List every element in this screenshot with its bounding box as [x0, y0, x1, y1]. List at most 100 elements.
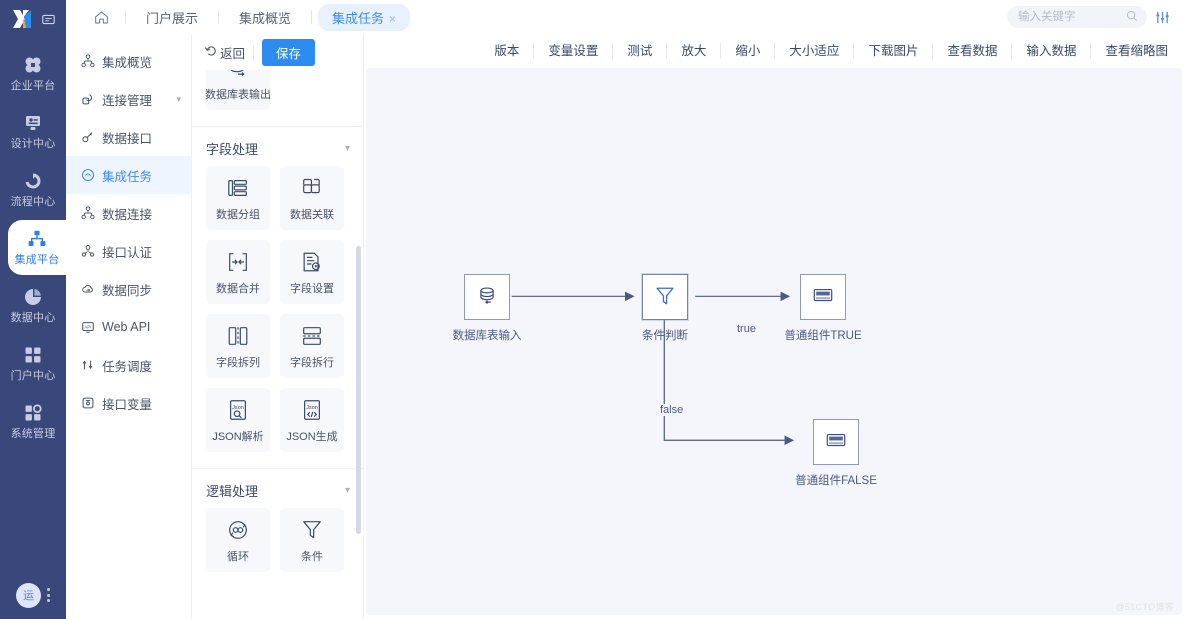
menu-item-label: 任务调度	[102, 359, 153, 374]
top-bar-actions	[1007, 6, 1184, 28]
toolbar-input-data[interactable]: 输入数据	[1012, 43, 1092, 59]
flow-node-box[interactable]	[813, 419, 859, 465]
toolbar-version[interactable]: 版本	[480, 43, 535, 59]
rail-item-label: 流程中心	[10, 196, 56, 208]
flow-node-db-input[interactable]: 数据库表输入	[453, 274, 556, 343]
field-settings-icon	[300, 249, 324, 275]
chevron-down-icon[interactable]: ▾	[176, 93, 181, 104]
tab-overview[interactable]: 集成概览	[239, 10, 292, 26]
search-box[interactable]	[1007, 6, 1147, 28]
toolbar-view-thumbnail[interactable]: 查看缩略图	[1105, 44, 1168, 58]
cloud-sync-icon	[80, 282, 95, 297]
palette-scroll-area[interactable]: 数据库表输出 字段处理 ▾ 数据分组 数据关联 数据合并	[192, 70, 363, 619]
divider	[311, 10, 313, 24]
logo-mark-icon	[13, 10, 31, 28]
palette-node-split-row[interactable]: 字段拆行	[280, 314, 344, 378]
dots-vertical-icon[interactable]	[47, 588, 50, 602]
design-board-icon	[23, 112, 43, 134]
toolbar-variable-settings[interactable]: 变量设置	[534, 43, 614, 59]
flow-circle-icon	[23, 170, 43, 192]
palette-node-label: 字段拆行	[290, 356, 334, 369]
app-logo[interactable]	[0, 2, 66, 36]
split-column-icon	[226, 323, 250, 349]
toolbar-download-image[interactable]: 下载图片	[854, 43, 934, 59]
filter-icon	[653, 284, 677, 311]
tab-integration-task[interactable]: 集成任务×	[318, 3, 411, 31]
toolbar-fit-size[interactable]: 大小适应	[775, 43, 855, 59]
palette-node-loop[interactable]: 循环	[206, 508, 270, 572]
flow-node-label: 普通组件TRUE	[784, 330, 862, 342]
search-icon[interactable]	[1126, 10, 1138, 25]
node-palette: 返回 保存 数据库表输出 字段处理 ▾	[192, 34, 364, 619]
tab-portal[interactable]: 门户展示	[146, 10, 199, 26]
flow-node-box[interactable]	[800, 274, 846, 320]
menu-item-data-interface[interactable]: 数据接口	[66, 118, 191, 156]
menu-item-web-api[interactable]: API Web API	[66, 308, 191, 346]
toolbar-view-data[interactable]: 查看数据	[933, 43, 1013, 59]
menu-item-label: 数据连接	[102, 207, 153, 222]
toolbar-zoom-in[interactable]: 放大	[667, 43, 722, 59]
rail-item-enterprise[interactable]: 企业平台	[0, 46, 66, 101]
rail-item-design[interactable]: 设计中心	[0, 104, 66, 159]
palette-group-field-processing[interactable]: 字段处理 ▾	[192, 126, 363, 166]
rail-item-portal[interactable]: 门户中心	[0, 336, 66, 391]
menu-item-data-connection[interactable]: 数据连接	[66, 194, 191, 232]
palette-group-logic-processing[interactable]: 逻辑处理 ▾	[192, 468, 363, 508]
flow-node-component-false[interactable]: 普通组件FALSE	[795, 419, 918, 488]
menu-item-integration-task[interactable]: 集成任务	[66, 156, 191, 194]
split-row-icon	[300, 323, 324, 349]
rail-item-label: 系统管理	[10, 428, 56, 440]
task-check-icon	[80, 168, 95, 183]
save-button[interactable]: 保存	[262, 38, 316, 66]
menu-item-integration-overview[interactable]: 集成概览	[66, 42, 191, 80]
rail-item-system[interactable]: 系统管理	[0, 394, 66, 449]
palette-node-json-generate[interactable]: Json JSON生成	[280, 388, 344, 452]
palette-node-field-settings[interactable]: 字段设置	[280, 240, 344, 304]
auth-icon	[80, 244, 95, 259]
search-input[interactable]	[1016, 10, 1122, 24]
palette-node-label: 字段设置	[290, 282, 334, 295]
rail-item-process[interactable]: 流程中心	[0, 162, 66, 217]
palette-node-split-column[interactable]: 字段拆列	[206, 314, 270, 378]
palette-group-title: 逻辑处理	[206, 484, 259, 499]
toolbar-test[interactable]: 测试	[613, 43, 668, 59]
menu-item-label: 接口变量	[102, 397, 153, 412]
menu-item-interface-variable[interactable]: 接口变量	[66, 384, 191, 422]
home-icon[interactable]	[84, 10, 119, 25]
sliders-icon[interactable]	[1155, 10, 1170, 25]
rail-item-integration[interactable]: 集成平台	[8, 220, 66, 275]
palette-node-data-group[interactable]: 数据分组	[206, 166, 270, 230]
flow-canvas[interactable]: true false 数据库表输入 条件判断	[366, 68, 1182, 615]
palette-scrollbar-thumb[interactable]	[356, 246, 361, 534]
rail-item-data[interactable]: 数据中心	[0, 278, 66, 333]
menu-item-data-sync[interactable]: 数据同步	[66, 270, 191, 308]
menu-item-task-schedule[interactable]: 任务调度	[66, 346, 191, 384]
flow-node-box[interactable]	[642, 274, 688, 320]
grid-four-icon	[23, 344, 43, 366]
database-out-icon	[226, 70, 250, 81]
flow-node-label: 条件判断	[642, 330, 688, 342]
menu-item-label: 数据同步	[102, 283, 153, 298]
toolbar-zoom-out[interactable]: 缩小	[721, 43, 776, 59]
chevron-down-icon[interactable]: ▾	[344, 143, 350, 154]
palette-node-json-parse[interactable]: Json JSON解析	[206, 388, 270, 452]
palette-node-data-relate[interactable]: 数据关联	[280, 166, 344, 230]
menu-item-label: Web API	[102, 320, 151, 334]
palette-node-label: 数据库表输出	[205, 88, 271, 101]
flow-node-component-true[interactable]: 普通组件TRUE	[784, 274, 900, 343]
merge-arrows-icon	[226, 249, 250, 275]
menu-item-connection-manage[interactable]: 连接管理 ▾	[66, 80, 191, 118]
avatar[interactable]: 运	[16, 582, 41, 608]
flow-node-label: 普通组件FALSE	[795, 475, 877, 487]
chevron-down-icon[interactable]: ▾	[344, 485, 350, 496]
flow-node-condition[interactable]: 条件判断	[642, 274, 711, 343]
menu-item-interface-auth[interactable]: 接口认证	[66, 232, 191, 270]
close-icon[interactable]: ×	[389, 11, 397, 26]
loop-icon	[226, 517, 250, 543]
palette-node-condition[interactable]: 条件	[280, 508, 344, 572]
palette-node-data-merge[interactable]: 数据合并	[206, 240, 270, 304]
palette-node-db-output[interactable]: 数据库表输出	[205, 70, 271, 110]
flow-node-box[interactable]	[464, 274, 510, 320]
api-icon: API	[80, 320, 95, 335]
back-button[interactable]: 返回	[204, 43, 245, 62]
